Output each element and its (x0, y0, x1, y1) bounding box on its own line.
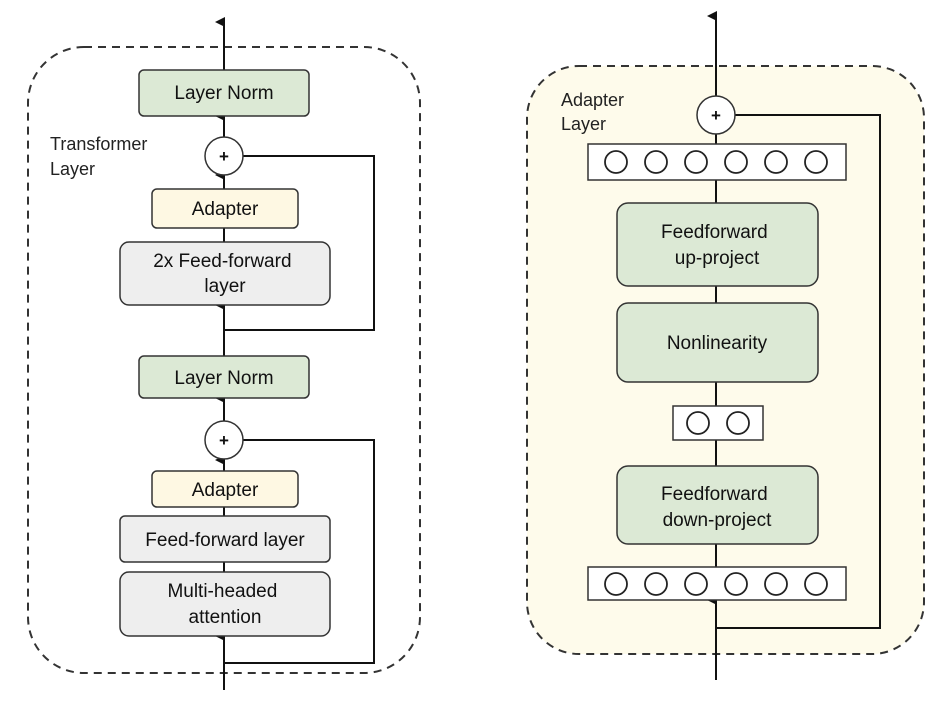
neuron-unit (604, 572, 628, 596)
down-project-label: Feedforward down-project (661, 484, 773, 531)
ffn-block (119, 515, 331, 563)
adapter-add-symbol: + (711, 106, 721, 125)
up-project-block (616, 202, 819, 287)
neuron-unit (644, 150, 668, 174)
input-neuron-row-frame (587, 566, 847, 601)
output-neuron-row-frame (587, 143, 847, 181)
lower-adapter-block (151, 470, 299, 508)
upper-adapter-block (151, 188, 299, 229)
bottleneck-neuron-row (672, 405, 764, 441)
neuron-unit (804, 150, 828, 174)
neuron-unit (724, 572, 748, 596)
up-project-label: Feedforward up-project (661, 222, 773, 269)
residual-connection-upper (224, 155, 375, 331)
neuron-unit (684, 572, 708, 596)
upper-adapter-label: Adapter (192, 199, 259, 220)
transformer-layer-label: Transformer Layer (50, 134, 152, 179)
mha-block (119, 571, 331, 637)
adapter-layer-panel: Adapter Layer + Feedforward (526, 11, 925, 680)
input-neuron-row (587, 566, 847, 601)
neuron-unit (804, 572, 828, 596)
residual-connection-lower (224, 439, 375, 664)
neuron-unit (604, 150, 628, 174)
lower-add-node (204, 420, 244, 460)
mid-layer-norm-block (138, 355, 310, 399)
down-project-block (616, 465, 819, 545)
neuron-unit (726, 411, 750, 435)
lower-add-symbol: + (219, 431, 229, 450)
top-layer-norm-label: Layer Norm (174, 83, 273, 104)
transformer-layer-panel: Transformer Layer Layer Norm + Adapter 2… (27, 17, 421, 690)
neuron-unit (644, 572, 668, 596)
neuron-unit (764, 572, 788, 596)
adapter-skip-connection (716, 114, 881, 629)
neuron-unit (724, 150, 748, 174)
output-neuron-row (587, 143, 847, 181)
mha-label: Multi-headed attention (167, 581, 282, 628)
lower-adapter-label: Adapter (192, 480, 259, 501)
neuron-unit (764, 150, 788, 174)
ffn-2x-label: 2x Feed-forward layer (153, 251, 297, 297)
adapter-layer-label: Adapter Layer (561, 90, 629, 134)
neuron-unit (684, 150, 708, 174)
ffn-2x-block (119, 241, 331, 306)
top-layer-norm-block (138, 69, 310, 117)
upper-add-symbol: + (219, 147, 229, 166)
nonlinearity-block (616, 302, 819, 383)
upper-add-node (204, 136, 244, 176)
mid-layer-norm-label: Layer Norm (174, 368, 273, 389)
neuron-unit (686, 411, 710, 435)
ffn-label: Feed-forward layer (145, 530, 305, 551)
nonlinearity-label: Nonlinearity (667, 333, 768, 354)
adapter-add-node (696, 95, 736, 135)
